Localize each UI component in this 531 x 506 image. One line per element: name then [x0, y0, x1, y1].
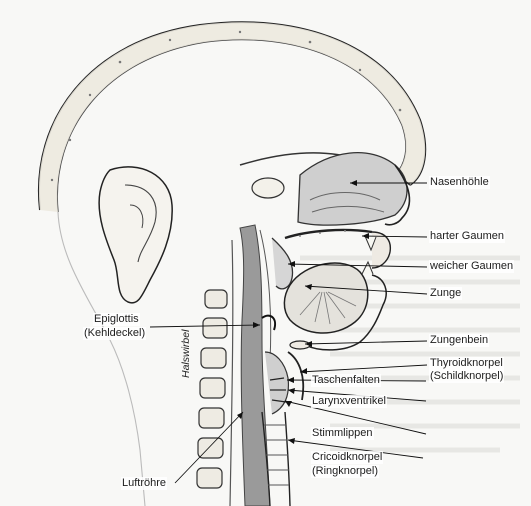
label-nasenhoehle: Nasenhöhle	[429, 176, 490, 189]
tongue	[284, 263, 367, 333]
label-halswirbel: Halswirbel	[180, 330, 192, 378]
label-taschenfalten: Taschenfalten	[311, 374, 381, 387]
label-thyroidknorpel: Thyroidknorpel	[429, 357, 504, 370]
label-schildknorpel: (Schildknorpel)	[429, 370, 504, 383]
ear	[99, 167, 172, 303]
label-cricoidknorpel: Cricoidknorpel	[311, 451, 383, 464]
label-stimmlippen: Stimmlippen	[311, 427, 374, 440]
label-zungenbein: Zungenbein	[429, 334, 489, 347]
label-zunge: Zunge	[429, 287, 462, 300]
label-larynxventrikel: Larynxventrikel	[311, 395, 387, 408]
label-luftroehre: Luftröhre	[121, 477, 167, 490]
label-weicher-gaumen: weicher Gaumen	[429, 260, 514, 273]
label-ringknorpel: (Ringknorpel)	[311, 465, 379, 478]
cervical-vertebrae	[197, 290, 227, 488]
label-harter-gaumen: harter Gaumen	[429, 230, 505, 243]
label-epiglottis: Epiglottis	[93, 313, 140, 326]
label-kehldeckel: (Kehldeckel)	[83, 327, 146, 340]
